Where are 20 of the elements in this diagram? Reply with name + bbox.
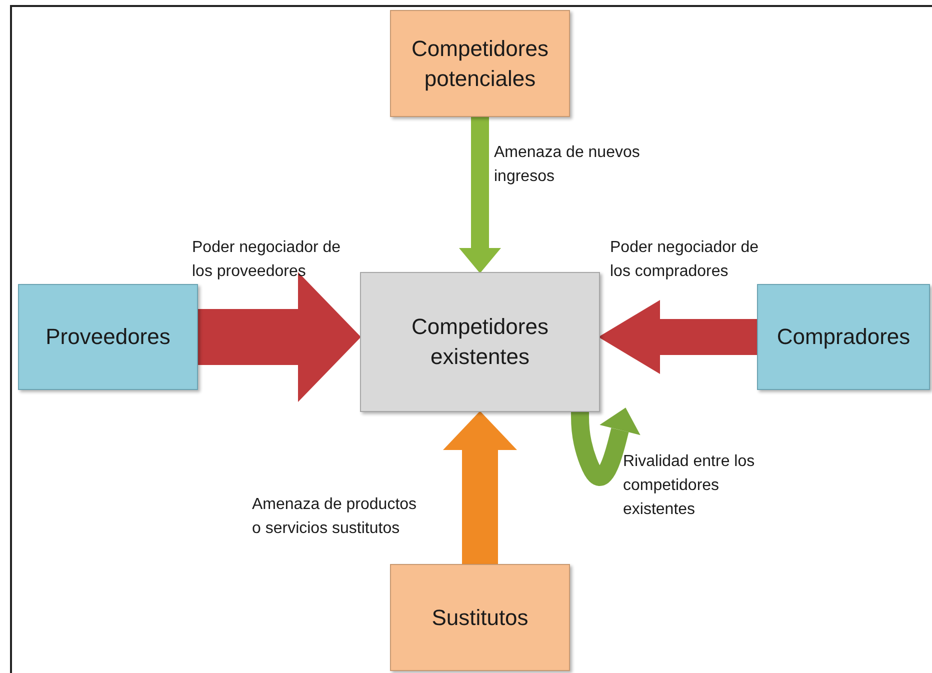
- node-label: Competidores existentes: [410, 313, 550, 371]
- process-box: [390, 564, 570, 671]
- process-box: [757, 284, 930, 390]
- process-box: [18, 284, 198, 390]
- edge-label: Rivalidad entre los competidores existentes: [623, 452, 756, 520]
- process-box: [360, 272, 600, 412]
- node-label: Proveedores: [46, 323, 170, 351]
- process-box: [390, 10, 570, 117]
- node-label: Sustitutos: [432, 604, 528, 632]
- edge-label: Poder negociador de los proveedores: [192, 238, 342, 282]
- edge-label: Amenaza de nuevos ingresos: [494, 143, 641, 187]
- node-label: Compradores: [776, 323, 910, 351]
- arrow: [443, 410, 517, 564]
- arrow: [198, 272, 361, 402]
- arrow: [459, 117, 501, 274]
- edge-label: Poder negociador de los compradores: [610, 238, 760, 282]
- node-label: Competidores potenciales: [410, 34, 550, 93]
- edge-label: Amenaza de productos o servicios sustitutos: [252, 495, 418, 539]
- arrow: [571, 408, 640, 486]
- arrow: [598, 300, 757, 374]
